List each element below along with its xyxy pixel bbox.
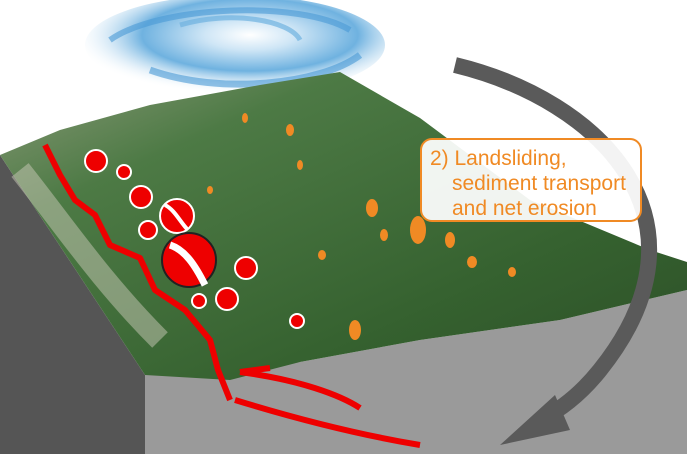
landslide-patches [207,113,516,340]
focal-mechanisms [84,149,305,329]
cycle-arrow [453,57,657,428]
cycle-arrow-head [500,395,570,445]
slip-arrows [234,365,421,448]
label-line-3: and net erosion [452,197,597,220]
block-left-face [0,155,145,454]
label-line-2: sediment transport [452,172,626,195]
fault-line [42,143,233,402]
landsliding-label: 2) Landsliding, sediment transport and n… [420,138,642,222]
typhoon-swirl [85,0,385,95]
label-line-1: 2) Landsliding, [430,147,567,170]
